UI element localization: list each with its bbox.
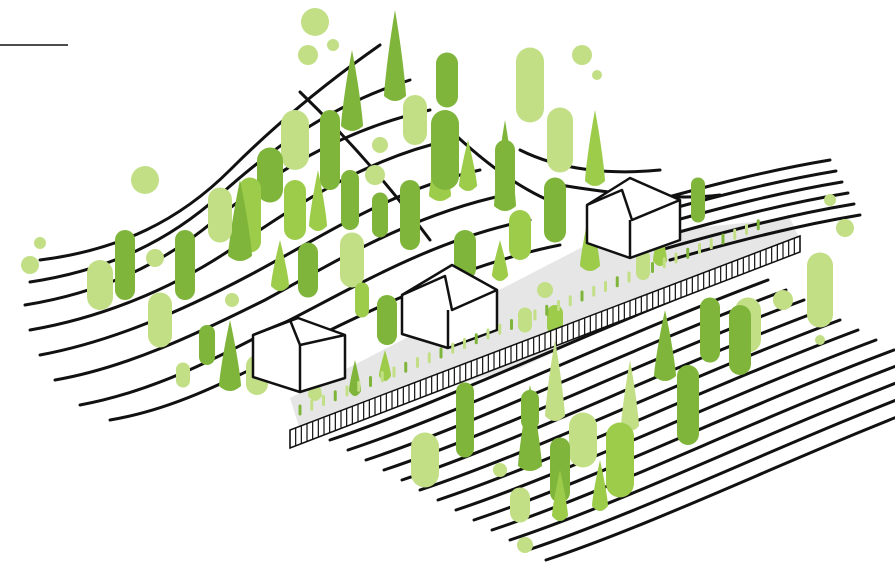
tree-cylinder xyxy=(115,230,135,300)
tree-cylinder xyxy=(199,325,215,365)
tree-cylinder xyxy=(510,488,530,523)
shrub xyxy=(592,70,602,80)
shrub xyxy=(824,194,836,206)
tree-cylinder xyxy=(372,193,388,238)
shrub xyxy=(225,293,239,307)
tree-cylinder xyxy=(411,433,439,488)
tree-cylinder xyxy=(518,308,532,333)
shrub xyxy=(146,249,164,267)
shrub xyxy=(572,45,592,65)
shrub xyxy=(34,237,46,249)
road xyxy=(290,218,800,430)
shrub xyxy=(815,335,825,345)
tree-cone xyxy=(492,240,508,281)
tree-cylinder xyxy=(807,253,833,328)
tree-cylinder xyxy=(547,108,573,173)
tree-cylinder xyxy=(677,365,699,445)
shrub xyxy=(327,39,339,51)
tree-cylinder xyxy=(298,243,318,298)
shrub xyxy=(493,463,507,477)
tree-cylinder xyxy=(509,210,531,260)
tree-cone xyxy=(459,140,477,191)
tree-cone xyxy=(621,360,639,431)
tree-cylinder xyxy=(320,110,340,190)
tree-cylinder xyxy=(175,230,195,300)
tree-cone xyxy=(384,10,406,101)
tree-cylinder xyxy=(516,48,544,123)
tree-cylinder xyxy=(355,283,369,318)
tree-cone xyxy=(654,310,676,381)
tree-cylinder xyxy=(281,110,309,170)
shrub xyxy=(372,137,388,153)
tree-cylinder xyxy=(341,170,359,230)
tree-cylinder xyxy=(436,53,458,108)
tree-cone xyxy=(341,50,363,131)
tree-cylinder xyxy=(377,295,397,345)
house-middle xyxy=(402,265,497,348)
tree-cylinder xyxy=(729,305,751,375)
tree-cylinder xyxy=(606,423,634,498)
house-left xyxy=(253,318,345,392)
tree-cone xyxy=(271,240,289,291)
shrub xyxy=(836,219,854,237)
shrub xyxy=(298,45,318,65)
shrub xyxy=(517,537,533,553)
tree-cylinder xyxy=(208,188,232,243)
tree-cylinder xyxy=(544,178,566,243)
tree-cylinder xyxy=(400,180,420,250)
tree-cylinder xyxy=(569,413,597,468)
tree-cylinder xyxy=(284,180,306,240)
tree-cylinder xyxy=(456,383,474,458)
shrub xyxy=(365,165,385,185)
tree-cylinder xyxy=(403,95,427,145)
tree-cylinder xyxy=(431,110,459,190)
tree-cylinder xyxy=(340,233,364,288)
tree-cylinder xyxy=(176,363,190,388)
shrub xyxy=(301,8,329,36)
tree-cylinder xyxy=(148,293,172,348)
tree-cone xyxy=(585,110,605,186)
tree-cylinder xyxy=(700,298,720,363)
shrub xyxy=(21,256,39,274)
shrub xyxy=(773,290,793,310)
tree-cylinder xyxy=(691,178,705,223)
shrub xyxy=(131,166,159,194)
shrub xyxy=(537,282,553,298)
tree-cylinder xyxy=(87,260,113,310)
